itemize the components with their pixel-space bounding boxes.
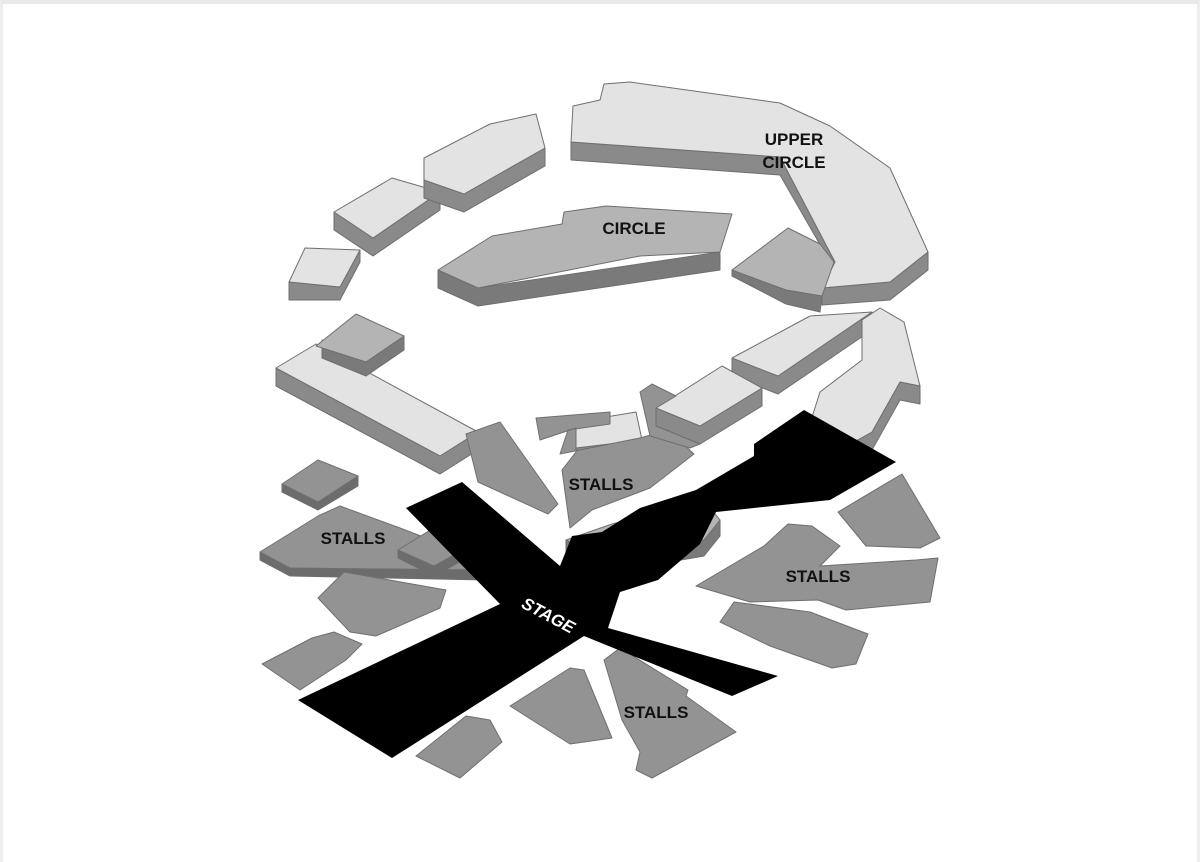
stalls-block-bottom-main[interactable]: [603, 647, 737, 779]
stalls-block-right-bottom[interactable]: [719, 601, 869, 669]
stalls-block-center-right[interactable]: [639, 383, 701, 449]
stalls-block-left-round[interactable]: [317, 571, 447, 637]
upper-block-right-small[interactable]: [655, 365, 763, 427]
upper-circle-label-line2: CIRCLE: [762, 153, 825, 172]
upper-circle-section[interactable]: [275, 81, 929, 491]
stalls-left-label: STALLS: [321, 529, 386, 548]
stalls-block-small-left[interactable]: [281, 459, 359, 503]
upper-block-right-lower[interactable]: [731, 311, 873, 377]
upper-block-right-arrow[interactable]: [753, 307, 921, 473]
stalls-center-label: STALLS: [569, 475, 634, 494]
upper-block-left-small[interactable]: [288, 247, 361, 288]
stage-shape[interactable]: [298, 410, 896, 758]
upper-circle-main[interactable]: [570, 81, 929, 289]
circle-section[interactable]: [315, 205, 835, 377]
stalls-block-left-upper[interactable]: [465, 421, 559, 515]
circle-block-right[interactable]: [731, 227, 835, 297]
stalls-front-label: STALLS: [624, 703, 689, 722]
stalls-block-right-main[interactable]: [695, 523, 939, 611]
circle-main[interactable]: [437, 205, 733, 289]
stalls-block-center[interactable]: [535, 411, 695, 529]
stalls-block-bottom-center[interactable]: [509, 667, 613, 745]
upper-circle-label-line1: UPPER: [765, 130, 824, 149]
circle-label: CIRCLE: [602, 219, 665, 238]
upper-block-left-top[interactable]: [423, 113, 546, 195]
stage-area[interactable]: [298, 410, 896, 758]
stalls-block-right-top[interactable]: [837, 473, 941, 549]
stalls-right-label: STALLS: [786, 567, 851, 586]
circle-block-left[interactable]: [315, 313, 405, 363]
stalls-block-left-bottom[interactable]: [261, 631, 363, 691]
stalls-block-bottom-left[interactable]: [415, 715, 503, 779]
